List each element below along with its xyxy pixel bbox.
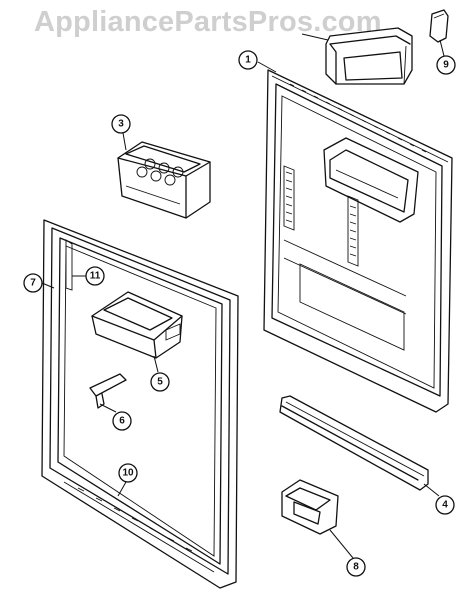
svg-text:10: 10 [122,468,134,479]
leader-lines [41,33,445,559]
door-liner [263,69,453,413]
callout-4: 4 [435,495,455,515]
callout-11: 11 [85,266,105,286]
callout-10: 10 [118,463,138,483]
shelf-rail [279,395,429,491]
svg-text:8: 8 [353,562,359,573]
small-cover [281,479,339,535]
svg-text:3: 3 [118,119,124,130]
svg-text:5: 5 [157,377,163,388]
door-bin [91,291,183,359]
watermark: AppliancePartsPros.com [34,6,382,38]
callout-8: 8 [346,557,366,577]
callout-1: 1 [238,50,258,70]
callout-9: 9 [436,55,456,75]
callout-6: 6 [112,411,132,431]
bin-bracket [89,373,127,409]
door-gasket [41,219,239,589]
callout-7: 7 [23,273,43,293]
svg-text:1: 1 [245,55,251,66]
callout-5: 5 [150,372,170,392]
svg-text:7: 7 [30,278,36,289]
callout-3: 3 [111,114,131,134]
door-clip [429,9,449,43]
egg-bin [117,141,211,219]
svg-text:6: 6 [119,416,125,427]
svg-text:11: 11 [90,271,101,282]
door-dairy-bin-top [325,27,413,85]
svg-text:9: 9 [443,60,449,71]
svg-text:4: 4 [442,500,448,511]
